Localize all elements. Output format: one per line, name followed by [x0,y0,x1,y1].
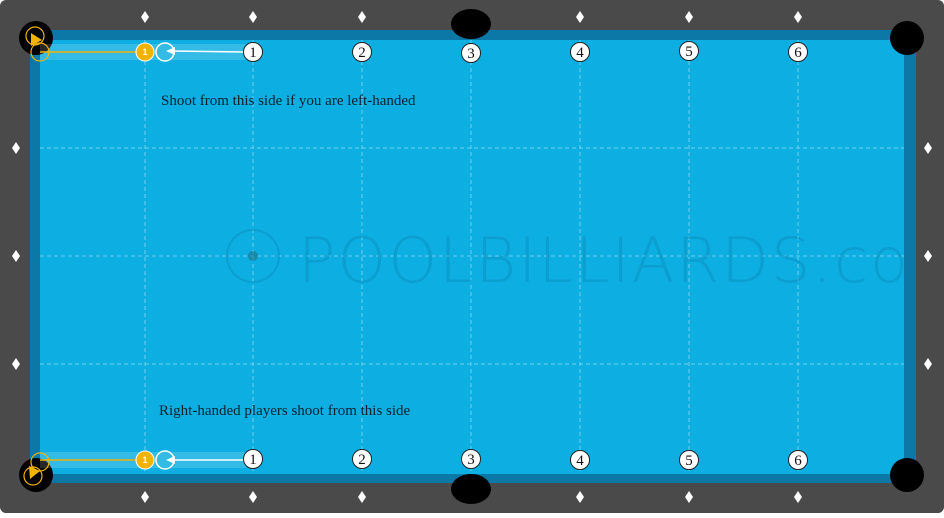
pocket-top-middle [451,9,491,39]
pocket-bottom-middle [451,474,491,504]
right-handed-note: Right-handed players shoot from this sid… [159,403,411,419]
head-spot [248,251,258,261]
bottom-position-marker: 1 [243,449,263,469]
position-marker-circle [570,450,590,470]
rail-diamond [141,11,149,23]
top-position-marker: 5 [679,41,699,61]
rail-diamond [794,11,802,23]
top-position-marker: 3 [461,43,481,63]
rail-diamonds [12,11,932,503]
cue-arrow-head [166,47,175,55]
rail-diamond [576,11,584,23]
position-marker-number: 3 [467,452,475,468]
rail-diamond [924,250,932,262]
rail-diamond [12,142,20,154]
position-marker-number: 1 [249,45,257,61]
left-handed-note: Shoot from this side if you are left-han… [161,93,416,109]
watermark-logo-ring [226,229,280,283]
direction-arrow [31,33,42,46]
object-ball [135,450,155,470]
position-marker-circle [243,42,263,62]
object-ball [135,42,155,62]
position-marker-number: 1 [249,452,257,468]
object-ball-number: 1 [142,455,147,465]
position-marker-circle [461,449,481,469]
position-marker-number: 2 [358,452,366,468]
shot-guide-bottom: 1 [23,450,246,486]
position-marker-number: 6 [794,453,802,469]
bottom-position-marker: 5 [679,450,699,470]
ghost-ball [23,466,43,486]
rail-diamond [141,491,149,503]
bottom-position-marker: 4 [570,450,590,470]
top-position-marker: 2 [352,42,372,62]
position-marker-number: 3 [467,46,475,62]
direction-arrow [29,466,40,479]
position-marker-circle [243,449,263,469]
cue-line [170,50,245,53]
rail-diamond [924,142,932,154]
position-marker-number: 4 [576,45,584,61]
rail-diamond [794,491,802,503]
position-marker-circle [461,43,481,63]
rail-diamond [249,491,257,503]
guide-grid [40,40,904,474]
shot-guide-top: 1 [25,26,246,62]
position-marker-circle [570,42,590,62]
position-marker-number: 2 [358,45,366,61]
watermark-text: POOLBILLIARDS.co [298,224,910,297]
top-position-marker: 4 [570,42,590,62]
cue-arrow-head [166,456,175,464]
bottom-position-marker: 3 [461,449,481,469]
rail-diamond [576,491,584,503]
top-position-marker: 1 [243,42,263,62]
position-marker-number: 6 [794,45,802,61]
object-ball-number: 1 [142,47,147,57]
position-marker-circle [352,42,372,62]
position-marker-number: 5 [685,44,693,60]
position-marker-circle [679,41,699,61]
rail-diamond [685,11,693,23]
position-markers: 1 2 3 4 5 6 1 2 3 4 5 6 [243,41,808,470]
rail-diamond [358,491,366,503]
bottom-position-marker: 2 [352,449,372,469]
ghost-ball [25,26,45,46]
pocket-top-right [890,21,924,55]
position-marker-circle [788,42,808,62]
rail-diamond [358,11,366,23]
rail-diamond [924,358,932,370]
watermark: POOLBILLIARDS.co [226,224,910,297]
table-cloth [40,40,904,474]
rail-diamond [12,250,20,262]
position-marker-circle [788,450,808,470]
rail-diamond [12,358,20,370]
position-marker-circle [679,450,699,470]
top-position-marker: 6 [788,42,808,62]
rail-diamond [249,11,257,23]
rail-diamond [685,491,693,503]
position-marker-number: 5 [685,453,693,469]
bottom-position-marker: 6 [788,450,808,470]
position-marker-circle [352,449,372,469]
position-marker-number: 4 [576,453,584,469]
pocket-bottom-right [890,458,924,492]
